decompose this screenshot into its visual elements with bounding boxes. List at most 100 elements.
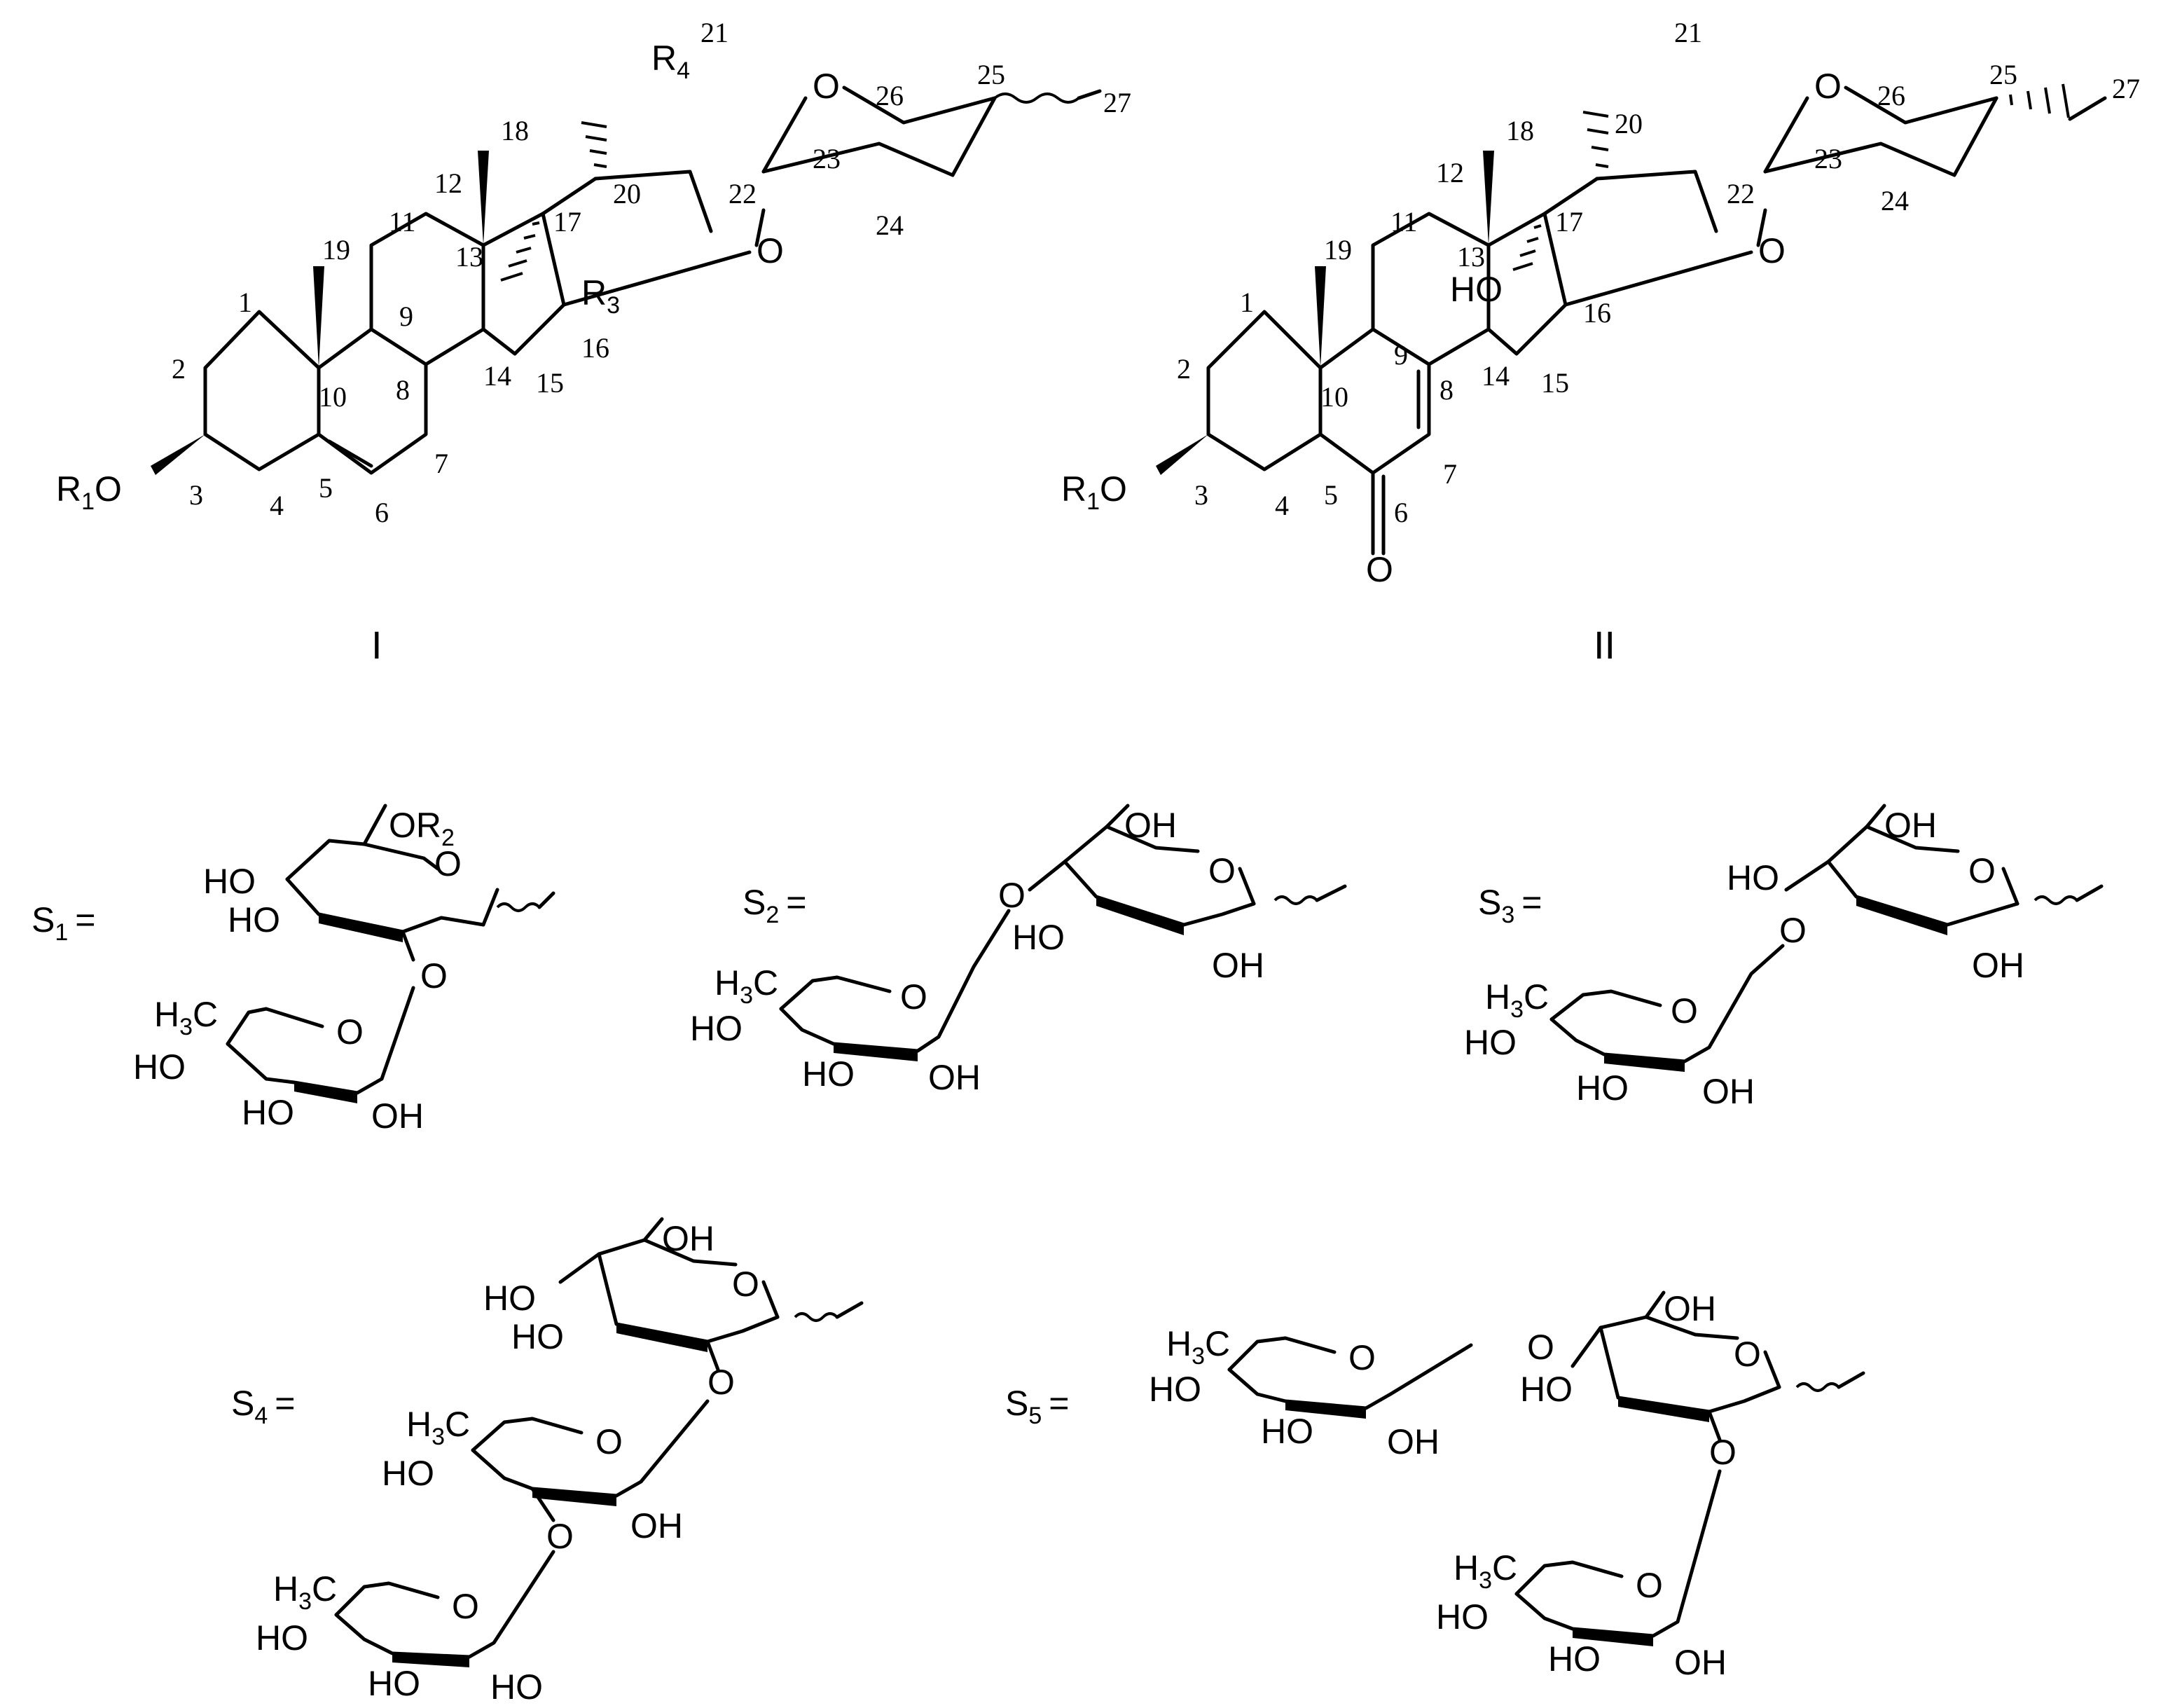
s4-rha1-oh: OH <box>630 1506 683 1545</box>
s5-h3c-b: H3C <box>1454 1548 1517 1594</box>
locant-1: 1 <box>238 287 252 318</box>
s5-rha1-oh: OH <box>1387 1422 1439 1461</box>
s1-ring-o-bond <box>481 888 499 927</box>
bond-22-o <box>1756 208 1767 247</box>
hash-21 <box>1582 111 1609 168</box>
locant-23: 23 <box>1814 143 1842 174</box>
s5-stub <box>1837 1371 1865 1389</box>
s2-ho: HO <box>1012 918 1065 957</box>
bond-16-o <box>562 250 752 307</box>
locant-14: 14 <box>483 360 511 392</box>
s3-oh-6: OH <box>1884 806 1937 845</box>
s4-h3c-b: H3C <box>273 1569 337 1615</box>
s4-glc-wedge <box>616 1324 707 1352</box>
locant-12: 12 <box>1436 157 1464 188</box>
locant-6: 6 <box>375 497 389 528</box>
s4-rha1-bottom <box>471 1399 710 1498</box>
locant-15: 15 <box>536 367 564 399</box>
ring-b <box>1318 327 1431 475</box>
s5-rha2-ho-a: HO <box>1436 1597 1489 1637</box>
s5-label: S5= <box>1005 1384 1069 1429</box>
bond-22-o <box>754 208 766 247</box>
s1-stub <box>537 891 555 909</box>
s5-rha2-oh: OH <box>1674 1643 1727 1682</box>
wedge-18 <box>478 151 489 245</box>
locant-13: 13 <box>1457 241 1485 273</box>
s3-stub <box>2075 884 2104 902</box>
sugar-S2: S2= OH O O HO OH H3C O HO HO OH <box>690 804 1347 1097</box>
s5-link-o-b: O <box>1709 1433 1737 1472</box>
locant-10: 10 <box>1320 381 1348 413</box>
ring-a <box>1206 310 1323 471</box>
s4-ring-o: O <box>732 1265 759 1304</box>
s2-oh: OH <box>1212 946 1264 985</box>
ho-label: HO <box>1450 270 1503 309</box>
s2-ring <box>1238 867 1256 906</box>
sugar-S4: S4= OH HO O HO O H3C O HO O OH H3C O HO … <box>231 1217 864 1707</box>
s4-wavy <box>794 1312 838 1322</box>
locant-25: 25 <box>977 59 1005 90</box>
locant-12: 12 <box>434 167 462 199</box>
locant-1: 1 <box>1240 287 1254 318</box>
s4-stub <box>835 1301 864 1319</box>
locant-14: 14 <box>1482 360 1510 392</box>
wedge-19 <box>313 266 324 368</box>
ring-oxygen-f: O <box>1814 67 1842 106</box>
ring-oxygen-f: O <box>813 67 840 106</box>
locant-27: 27 <box>2112 73 2140 104</box>
locant-22: 22 <box>1727 178 1755 209</box>
s4-rha2-oh: HO <box>490 1667 543 1707</box>
sugar-S1: S1= OR2 HO HO O O H3C O HO HO OH <box>32 804 555 1136</box>
s5-wavy <box>1795 1382 1840 1392</box>
bond-o-26-25 <box>842 85 997 125</box>
s1-glc-top <box>285 839 440 881</box>
s5-rha2-top <box>1514 1560 1624 1596</box>
sugar-S5: S5= H3C O HO HO OH O OH O HO O H3C O HO … <box>1005 1289 1865 1682</box>
s1-rha-oh: OH <box>371 1096 424 1136</box>
s3-oh: OH <box>1972 946 2024 985</box>
ring-d <box>481 212 566 356</box>
s3-ho: HO <box>1727 858 1779 897</box>
bond-22-23-24-25 <box>761 96 997 177</box>
locant-2: 2 <box>1177 353 1191 385</box>
s1-ring-o: O <box>434 844 462 883</box>
s4-label: S4= <box>231 1384 295 1429</box>
ring-b <box>317 327 428 475</box>
s3-rha-o: O <box>1671 991 1698 1031</box>
locant-2: 2 <box>172 353 186 385</box>
s5-rha1-ho-b: HO <box>1261 1412 1313 1451</box>
s5-oh-6: OH <box>1664 1289 1716 1328</box>
s1-link-o: O <box>420 956 448 996</box>
s4-rha1-link-o: O <box>546 1517 574 1556</box>
locant-7: 7 <box>1443 458 1457 490</box>
locant-6: 6 <box>1394 497 1408 528</box>
s1-rha-o: O <box>336 1012 364 1052</box>
ring-oxygen-e: O <box>1758 231 1786 270</box>
bond-16-o <box>1563 250 1753 307</box>
s4-rha1-o: O <box>595 1422 623 1461</box>
s4-rha2-ho-b: HO <box>368 1664 420 1703</box>
wedge-c3-o <box>1156 434 1208 475</box>
s4-o-link <box>705 1339 720 1372</box>
wedge-18 <box>1483 151 1494 245</box>
s4-link-o: O <box>707 1363 735 1402</box>
locant-25: 25 <box>1989 59 2017 90</box>
s2-rha-oh: OH <box>928 1058 981 1097</box>
s4-rha2-bottom <box>334 1550 555 1659</box>
hash-27 <box>2009 83 2070 118</box>
s5-h3c-a: H3C <box>1166 1324 1230 1370</box>
locant-11: 11 <box>1390 206 1418 237</box>
s1-c6 <box>362 804 387 846</box>
locant-22: 22 <box>729 178 757 209</box>
s3-link-o: O <box>1779 911 1807 950</box>
r3-label: R3 <box>581 273 620 319</box>
s2-stub <box>1315 884 1347 902</box>
s3-rha-ho-a: HO <box>1464 1023 1517 1062</box>
s1-o-link <box>401 930 415 962</box>
s3-ring <box>2001 867 2020 906</box>
s2-link-o: O <box>998 876 1026 915</box>
s2-rha-top <box>779 975 892 1011</box>
s3-rha-oh: OH <box>1702 1072 1755 1111</box>
